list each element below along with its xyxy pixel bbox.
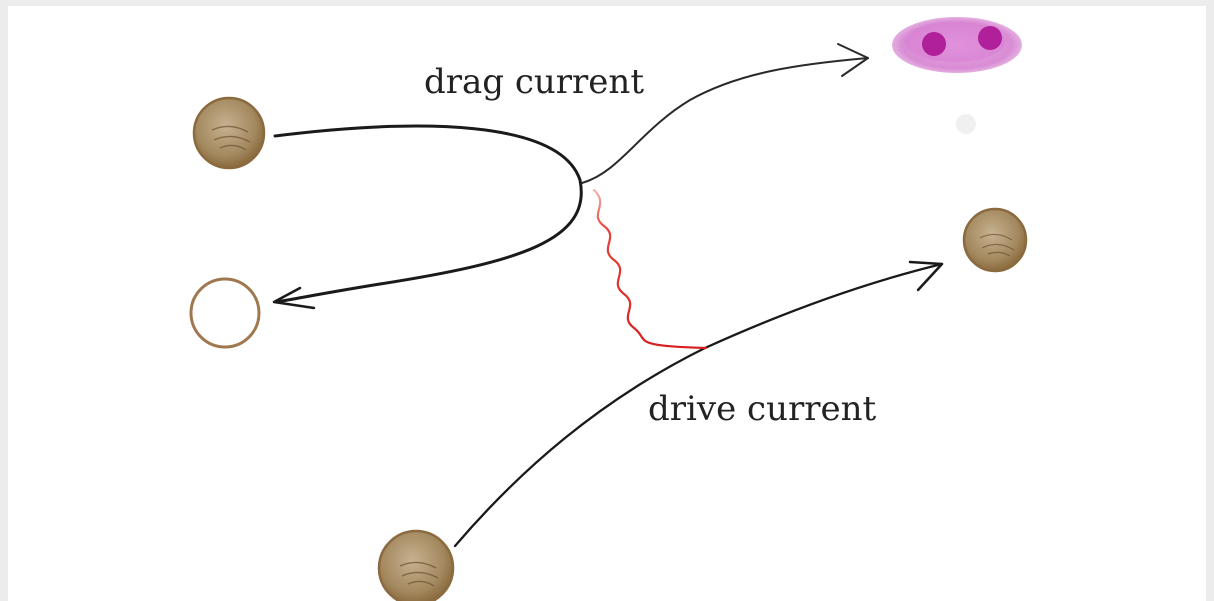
drive-current-label: drive current <box>648 389 876 429</box>
exciton-icon <box>892 17 1022 73</box>
drag-current-path <box>273 124 583 304</box>
particle-bottom-icon <box>377 529 455 601</box>
photon-wavy-line <box>592 188 708 350</box>
drag-current-label: drag current <box>424 62 644 102</box>
hole-icon <box>189 277 261 349</box>
exciton-arrowhead <box>837 43 869 77</box>
smudge-mark <box>956 114 976 134</box>
drive-arrowhead <box>908 260 944 292</box>
drag-arrowhead <box>272 286 316 310</box>
particle-top-left-icon <box>192 96 266 170</box>
exciton-path <box>581 57 869 184</box>
particle-right-icon <box>962 207 1028 273</box>
